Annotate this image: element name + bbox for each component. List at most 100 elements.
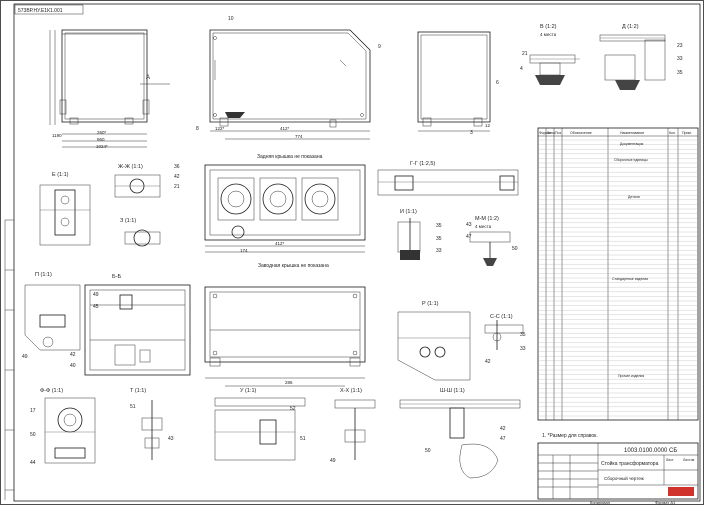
detail-v: В (1:2) 4 места bbox=[529, 24, 580, 85]
detail-zh: Ж-Ж (1:1) bbox=[114, 164, 161, 198]
callout-label: 47 bbox=[466, 234, 472, 240]
detail-b: Б-Б bbox=[84, 274, 191, 376]
detail-g: Г-Г (1:2,5) bbox=[377, 161, 519, 196]
spec-section: Документация bbox=[620, 142, 643, 146]
callout-label: 4 bbox=[520, 66, 523, 72]
callout-label: 40 bbox=[70, 363, 76, 369]
callout-label: 43 bbox=[168, 436, 174, 442]
callout-label: 49 bbox=[330, 458, 336, 464]
callout-label: 36 bbox=[174, 164, 180, 170]
dimension-label: 412* bbox=[280, 126, 290, 131]
spec-header: Формат bbox=[539, 131, 552, 135]
detail-d: Д (1:2) bbox=[599, 24, 666, 90]
spec-header: Зона bbox=[547, 131, 555, 135]
detail-sh-title: Х-Х (1:1) bbox=[340, 388, 362, 394]
detail-sh2: Ш-Ш (1:1) bbox=[399, 388, 521, 479]
detail-ts: У (1:1) bbox=[214, 388, 306, 461]
callout-label: 6 bbox=[496, 80, 499, 86]
view-a-label: А bbox=[146, 75, 150, 81]
callout-label: 35 bbox=[520, 332, 526, 338]
detail-g-title: Г-Г (1:2,5) bbox=[410, 161, 435, 167]
spec-header: Прим. bbox=[682, 131, 692, 135]
rear-note: Задняя крышка не показана bbox=[257, 154, 323, 160]
detail-f-title: Ф-Ф (1:1) bbox=[40, 388, 63, 394]
callouts: 10 9 8 6 4 3 21 23 33 35 36 42 21 35 35 … bbox=[22, 16, 683, 466]
callout-label: 23 bbox=[677, 43, 683, 49]
callout-label: 49 bbox=[93, 292, 99, 298]
callout-label: 33 bbox=[436, 248, 442, 254]
callout-label: 51 bbox=[300, 436, 306, 442]
callout-label: 21 bbox=[522, 51, 528, 57]
detail-kh-title: Т (1:1) bbox=[130, 388, 146, 394]
detail-r-title: Р (1:1) bbox=[422, 301, 439, 307]
sheets-label: Листов bbox=[683, 458, 695, 462]
top-stamp: 573ВР.НУ.Е1К1.001 bbox=[18, 8, 63, 14]
spec-header: Кол. bbox=[669, 131, 676, 135]
detail-s: С-С (1:1) bbox=[484, 314, 524, 350]
dimension-label: 174 bbox=[240, 248, 248, 253]
callout-label: 21 bbox=[174, 184, 180, 190]
dimension-label: 12 bbox=[485, 123, 491, 128]
detail-kh: Т (1:1) bbox=[130, 388, 163, 460]
detail-v-count: 4 места bbox=[540, 32, 557, 37]
right-view bbox=[417, 31, 491, 132]
bottom-note: Заводная крышка не показана bbox=[258, 263, 329, 269]
callout-label: 50 bbox=[512, 246, 518, 252]
callout-label: 33 bbox=[520, 346, 526, 352]
callout-label: 8 bbox=[196, 126, 199, 132]
side-view bbox=[209, 29, 371, 140]
callout-label: 52 bbox=[290, 406, 296, 412]
spec-section: Прочие изделия bbox=[618, 374, 644, 378]
document-number: 1003.0100.0000 СБ bbox=[624, 448, 677, 454]
plan-view: Задняя крышка не показана Заводная крышк… bbox=[204, 154, 366, 269]
callout-label: 51 bbox=[130, 404, 136, 410]
spec-section: Стандартные изделия bbox=[612, 277, 648, 281]
callout-label: 42 bbox=[500, 426, 506, 432]
detail-m-title: М-М (1:2) bbox=[475, 216, 499, 222]
detail-v-title: В (1:2) bbox=[540, 24, 557, 30]
spec-section: Сборочные единицы bbox=[614, 158, 648, 162]
callout-label: 44 bbox=[30, 460, 36, 466]
callout-label: 35 bbox=[436, 223, 442, 229]
spec-header: Наименование bbox=[620, 131, 644, 135]
callout-label: 42 bbox=[485, 359, 491, 365]
lower-view bbox=[204, 286, 366, 387]
general-note: 1. *Размер для справок. bbox=[542, 433, 598, 439]
detail-sh: Х-Х (1:1) bbox=[334, 388, 376, 460]
callout-label: 42 bbox=[174, 174, 180, 180]
callout-label: 49 bbox=[22, 354, 28, 360]
title-block: 1003.0100.0000 СБ Стойка трансформатора … bbox=[537, 442, 699, 500]
callout-label: 35 bbox=[436, 236, 442, 242]
callout-label: 45 bbox=[93, 304, 99, 310]
document-title: Стойка трансформатора bbox=[601, 460, 659, 467]
callout-label: 17 bbox=[30, 408, 36, 414]
callout-label: 50 bbox=[425, 448, 431, 454]
detail-e: Е (1:1) bbox=[39, 172, 91, 246]
spec-section: Детали bbox=[628, 195, 640, 199]
callout-label: 10 bbox=[228, 16, 234, 22]
detail-p-title: П (1:1) bbox=[35, 272, 52, 278]
dimension-label: 286 bbox=[285, 380, 293, 385]
dimension-label: 260* bbox=[97, 130, 107, 135]
detail-i: И (1:1) bbox=[397, 209, 421, 260]
dimension-label: 960 bbox=[97, 137, 105, 142]
front-view: А bbox=[49, 29, 170, 148]
drawing-frame bbox=[13, 3, 701, 502]
dimension-label: 1190 bbox=[52, 133, 62, 138]
left-strip bbox=[4, 219, 14, 500]
detail-sh2-title: Ш-Ш (1:1) bbox=[440, 388, 465, 394]
document-subtitle: Сборочный чертеж bbox=[604, 475, 644, 481]
detail-r: Р (1:1) bbox=[397, 301, 471, 381]
detail-i-title: И (1:1) bbox=[400, 209, 417, 215]
footer-right: Формат А1 bbox=[655, 500, 676, 505]
detail-m-count: 4 места bbox=[475, 224, 492, 229]
company-logo bbox=[668, 487, 694, 496]
detail-zh-title: Ж-Ж (1:1) bbox=[118, 164, 143, 170]
detail-s-title: С-С (1:1) bbox=[490, 314, 513, 320]
footer-left: Копировал bbox=[590, 500, 611, 505]
spec-table: Формат Зона Поз. Обозначение Наименовани… bbox=[537, 127, 699, 421]
detail-m: М-М (1:2) 4 места bbox=[469, 216, 511, 266]
callout-label: 33 bbox=[677, 56, 683, 62]
detail-b-title: Б-Б bbox=[112, 274, 121, 280]
